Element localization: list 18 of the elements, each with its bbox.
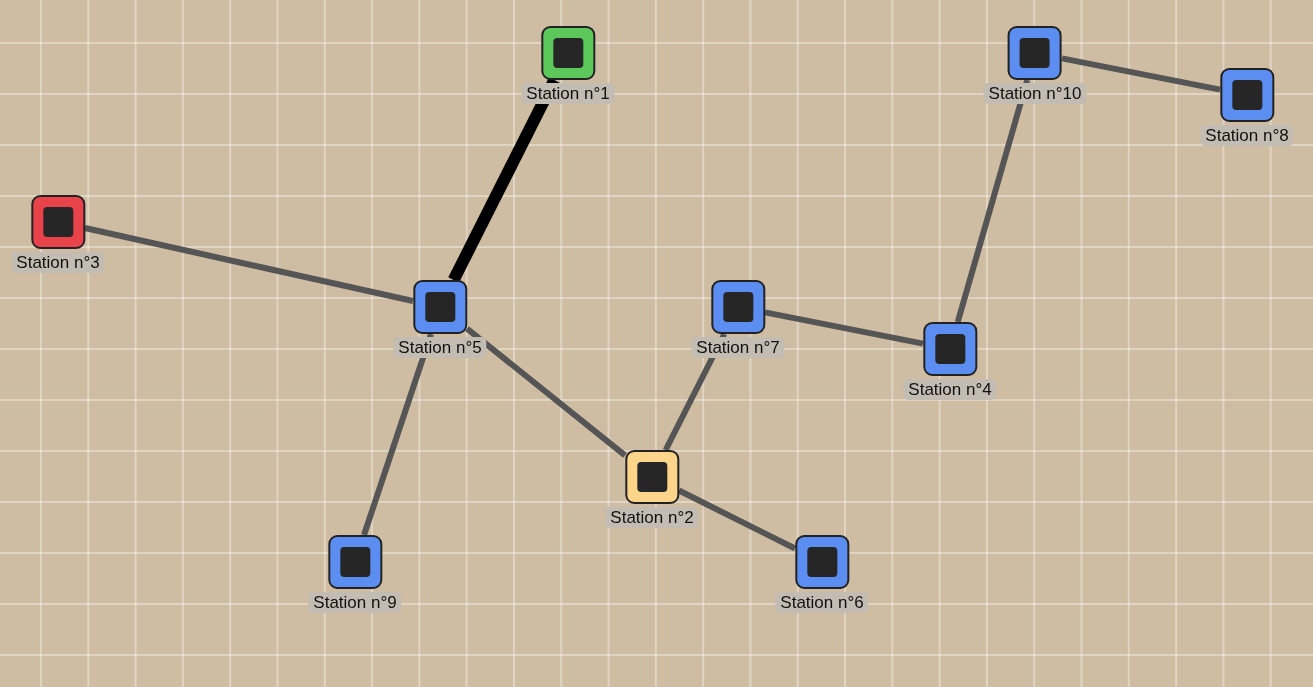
station-label: Station n°4 (903, 379, 997, 400)
station-label: Station n°6 (775, 592, 869, 613)
station-label: Station n°3 (11, 252, 105, 273)
station-label: Station n°1 (521, 83, 615, 104)
connector-line (663, 332, 727, 452)
connector-line (764, 309, 924, 347)
station-label: Station n°10 (983, 83, 1087, 104)
connector-line (84, 225, 414, 304)
connector-line (361, 333, 434, 536)
connector-line (1061, 55, 1221, 93)
station-label: Station n°8 (1200, 125, 1294, 146)
connector-line (448, 77, 560, 283)
station-label: Station n°5 (393, 337, 487, 358)
station-label: Station n°9 (308, 592, 402, 613)
station-label: Station n°7 (691, 337, 785, 358)
station-label: Station n°2 (605, 507, 699, 528)
connector-line (954, 79, 1031, 323)
connector-line (465, 326, 627, 458)
